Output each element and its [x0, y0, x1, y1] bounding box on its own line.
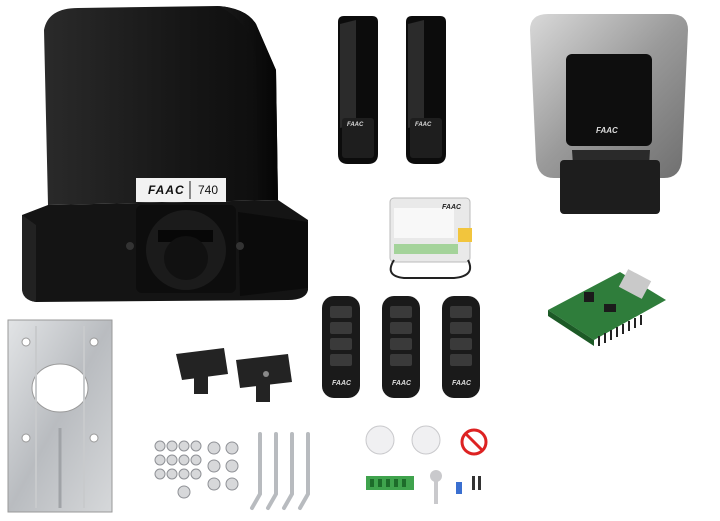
remote-3-brand: FAAC: [452, 380, 472, 387]
gate-motor-illustration: [22, 6, 308, 302]
accessories-illustration: [365, 425, 488, 504]
remote-illustration: [442, 296, 480, 398]
remote-illustration: [322, 296, 360, 398]
mounting-plate-illustration: [7, 319, 113, 513]
brackets-illustration: [176, 348, 292, 402]
remote-illustration: [382, 296, 420, 398]
photocell-right: FAAC: [402, 14, 450, 166]
mounting-plate: [6, 318, 114, 514]
remote-control-2: FAAC: [378, 292, 424, 402]
hardware-illustration: [154, 440, 239, 499]
photocell-illustration: [406, 16, 446, 164]
photocell-illustration: [338, 16, 378, 164]
motor-model-label: 740: [198, 183, 219, 197]
receiver-illustration: [389, 197, 472, 279]
remote-1-brand: FAAC: [332, 380, 352, 387]
receiver-module: FAAC: [384, 194, 480, 286]
motor-brand-label: FAAC: [148, 183, 185, 197]
remote-2-brand: FAAC: [392, 380, 412, 387]
flashing-lamp-illustration: [530, 14, 688, 214]
accessories-set: [352, 424, 496, 516]
gate-motor: FAAC 740: [8, 0, 326, 305]
circuit-board: [544, 266, 670, 356]
remote-control-1: FAAC: [318, 292, 364, 402]
flashing-lamp: FAAC: [520, 10, 700, 220]
lamp-brand-label: FAAC: [596, 126, 618, 135]
anchor-bolts-illustration: [250, 432, 310, 510]
receiver-brand-label: FAAC: [442, 204, 462, 211]
nuts-and-washers: [150, 436, 244, 502]
limit-switch-brackets: [172, 344, 298, 406]
photocell-right-brand: FAAC: [415, 122, 432, 128]
photocell-left: FAAC: [334, 14, 382, 166]
anchor-bolts: [246, 430, 320, 514]
remote-control-3: FAAC: [438, 292, 484, 402]
circuit-board-illustration: [548, 269, 666, 346]
photocell-left-brand: FAAC: [347, 122, 364, 128]
